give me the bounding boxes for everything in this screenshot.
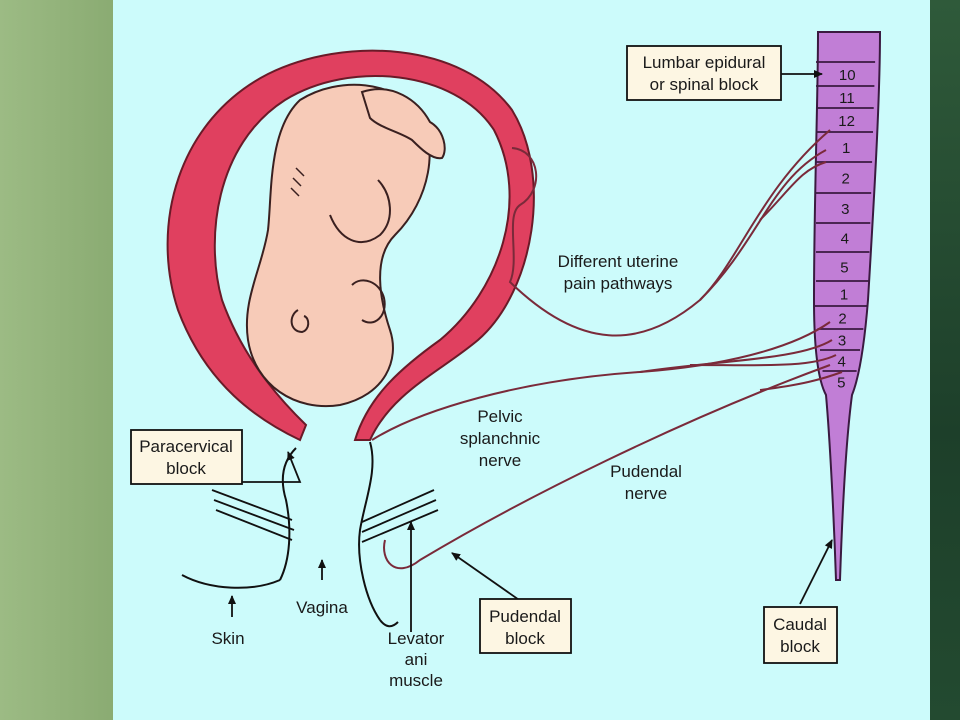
levator-label-2: ani bbox=[405, 650, 428, 669]
spinal-segment-number: 4 bbox=[841, 231, 849, 248]
levator-label-1: Levator bbox=[388, 629, 445, 648]
skin-label: Skin bbox=[211, 629, 244, 648]
spinal-segment-number: 10 bbox=[839, 67, 856, 84]
spinal-segment-number: 3 bbox=[841, 201, 849, 218]
pointer-arrows bbox=[228, 70, 833, 632]
vagina-left-wall bbox=[279, 447, 297, 581]
pudendal-nerve-branch bbox=[759, 371, 843, 391]
perineum-skin-right bbox=[379, 619, 399, 628]
caudal-block-text-1: Caudal bbox=[773, 615, 827, 634]
paracervical-text-1: Paracervical bbox=[139, 437, 233, 456]
spinal-segment-number: 4 bbox=[837, 354, 845, 371]
vagina-right-wall bbox=[358, 441, 381, 621]
lumbar-block-text-1: Lumbar epidural bbox=[643, 53, 766, 72]
uterus-wall bbox=[166, 49, 535, 442]
spinal-segment-number: 5 bbox=[840, 260, 848, 277]
uterine-pathways-label-1: Different uterine bbox=[558, 252, 679, 271]
fetus-ribs bbox=[290, 167, 305, 197]
pudendal-block-text-2: block bbox=[505, 629, 545, 648]
uterine-pain-pathway-1 bbox=[508, 129, 831, 337]
fetus-arm bbox=[360, 88, 446, 160]
spinal-segment-number: 12 bbox=[838, 113, 855, 130]
uterine-pathways-label-2: pain pathways bbox=[564, 274, 673, 293]
fetus-hand bbox=[351, 279, 386, 324]
uterine-pain-pathway-2 bbox=[699, 149, 827, 301]
paracervical-arrow bbox=[240, 451, 302, 483]
caudal-block-label: Caudal block bbox=[763, 606, 838, 664]
uterine-pain-pathway-3 bbox=[759, 161, 827, 221]
pudendal-nerve bbox=[383, 364, 831, 570]
paracervical-block-label: Paracervical block bbox=[130, 429, 243, 485]
pelvic-nerve-label-2: splanchnic bbox=[460, 429, 541, 448]
pelvic-splanchnic-nerve bbox=[371, 321, 831, 441]
spinal-segment-number: 5 bbox=[837, 375, 845, 392]
pelvic-splanchnic-branch bbox=[639, 339, 833, 373]
perineum-skin-left bbox=[181, 574, 281, 589]
spinal-segment-number: 1 bbox=[840, 287, 848, 304]
pelvic-splanchnic-branch-2 bbox=[689, 354, 837, 367]
fetus-ear bbox=[290, 309, 310, 334]
vagina-label: Vagina bbox=[296, 598, 348, 617]
slide-background-right-edge bbox=[926, 0, 960, 720]
spinal-segment-dividers bbox=[814, 61, 876, 372]
pudendal-block-arrow bbox=[451, 552, 523, 603]
spinal-segment-number: 2 bbox=[842, 171, 850, 188]
fetus-leg bbox=[329, 179, 391, 244]
pudendal-nerve-label-1: Pudendal bbox=[610, 462, 682, 481]
levator-ani-lines bbox=[211, 489, 439, 543]
lumbar-block-text-2: or spinal block bbox=[650, 75, 759, 94]
fetus bbox=[245, 83, 446, 408]
caudal-block-arrow bbox=[799, 539, 833, 605]
lumbar-block-label: Lumbar epidural or spinal block bbox=[626, 45, 782, 101]
spinal-segment-number: 11 bbox=[839, 90, 855, 107]
pudendal-nerve-label-2: nerve bbox=[625, 484, 668, 503]
spinal-segment-number: 3 bbox=[838, 333, 846, 350]
spinal-segment-number: 2 bbox=[838, 311, 846, 328]
pudendal-block-label: Pudendal block bbox=[479, 598, 572, 654]
levator-label-3: muscle bbox=[389, 671, 443, 690]
pelvic-nerve-label-3: nerve bbox=[479, 451, 522, 470]
uterus bbox=[166, 49, 535, 442]
spinal-segment-number: 1 bbox=[842, 140, 850, 157]
vagina-canal bbox=[181, 441, 399, 628]
pelvic-nerve-label-1: Pelvic bbox=[477, 407, 523, 426]
paracervical-text-2: block bbox=[166, 459, 206, 478]
caudal-block-text-2: block bbox=[780, 637, 820, 656]
nerve-pathways bbox=[371, 129, 843, 570]
pudendal-block-text-1: Pudendal bbox=[489, 607, 561, 626]
